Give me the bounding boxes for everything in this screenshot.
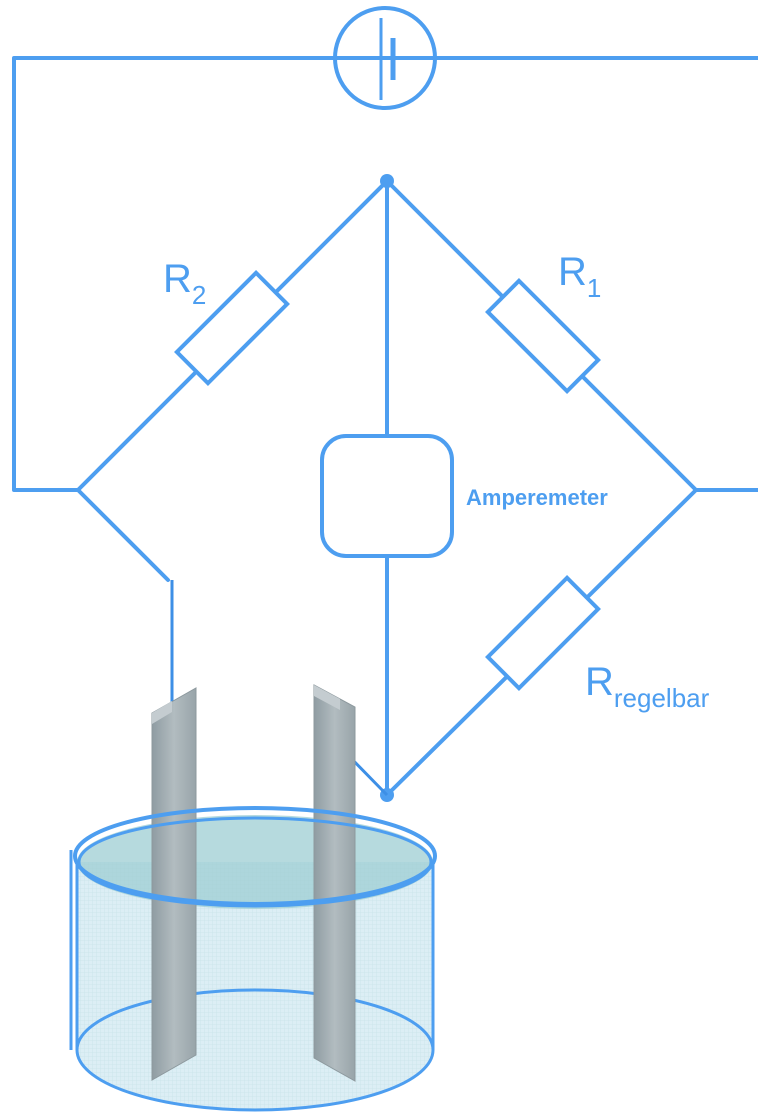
beaker	[75, 815, 435, 1112]
resistor-r2	[174, 270, 290, 386]
beaker-rim	[69, 806, 437, 1050]
electrode-right	[313, 684, 356, 1082]
battery-wire-left	[12, 56, 337, 492]
resistor-r-regelbar	[485, 575, 601, 691]
label-r-regelbar: Rregelbar	[585, 660, 710, 713]
label-amperemeter: Amperemeter	[466, 485, 608, 510]
battery-symbol	[333, 6, 437, 110]
ammeter-box	[320, 434, 454, 558]
label-r2: R2	[163, 257, 206, 310]
label-r1: R1	[558, 250, 601, 303]
resistor-r1	[485, 278, 601, 394]
bridge-arm-left-lower	[76, 488, 170, 582]
electrode-left	[151, 687, 197, 1081]
node-top	[380, 174, 394, 188]
